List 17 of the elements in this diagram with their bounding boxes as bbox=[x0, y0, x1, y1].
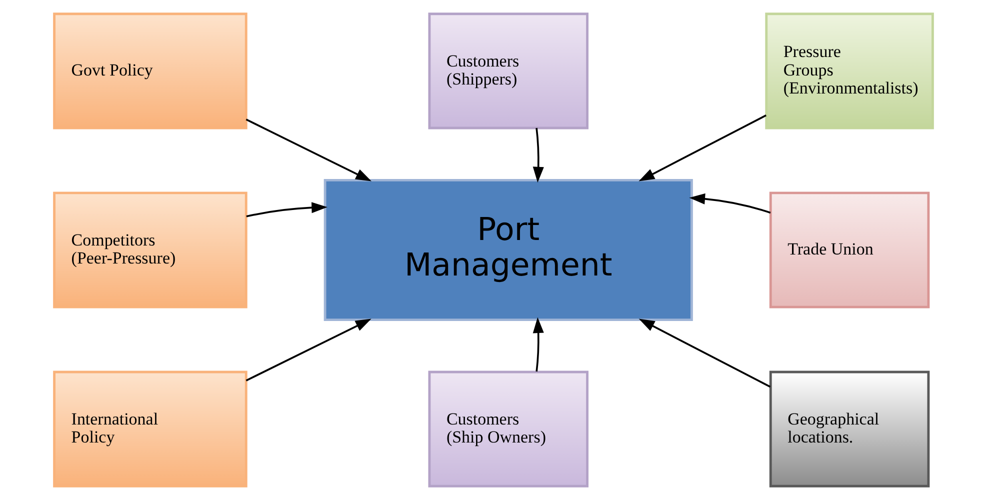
arrow bbox=[689, 192, 771, 214]
arrow bbox=[532, 127, 544, 182]
node-box: Customers (Shippers) bbox=[428, 12, 588, 129]
node-box: Customers (Ship Owners) bbox=[428, 370, 588, 487]
node-box: Geographical locations. bbox=[769, 370, 930, 487]
arrow bbox=[532, 316, 544, 372]
arrow bbox=[246, 118, 372, 181]
arrow bbox=[638, 114, 766, 181]
node-box: International Policy bbox=[53, 370, 248, 487]
arrow bbox=[246, 318, 372, 381]
node-box: Pressure Groups (Environmentalists) bbox=[765, 12, 934, 129]
node-box: Trade Union bbox=[769, 191, 930, 308]
arrow bbox=[246, 202, 328, 217]
node-box: Govt Policy bbox=[53, 12, 248, 129]
node-box: Competitors (Peer-Pressure) bbox=[53, 191, 248, 308]
node-box: Port Management bbox=[324, 178, 693, 321]
arrow bbox=[638, 318, 771, 388]
